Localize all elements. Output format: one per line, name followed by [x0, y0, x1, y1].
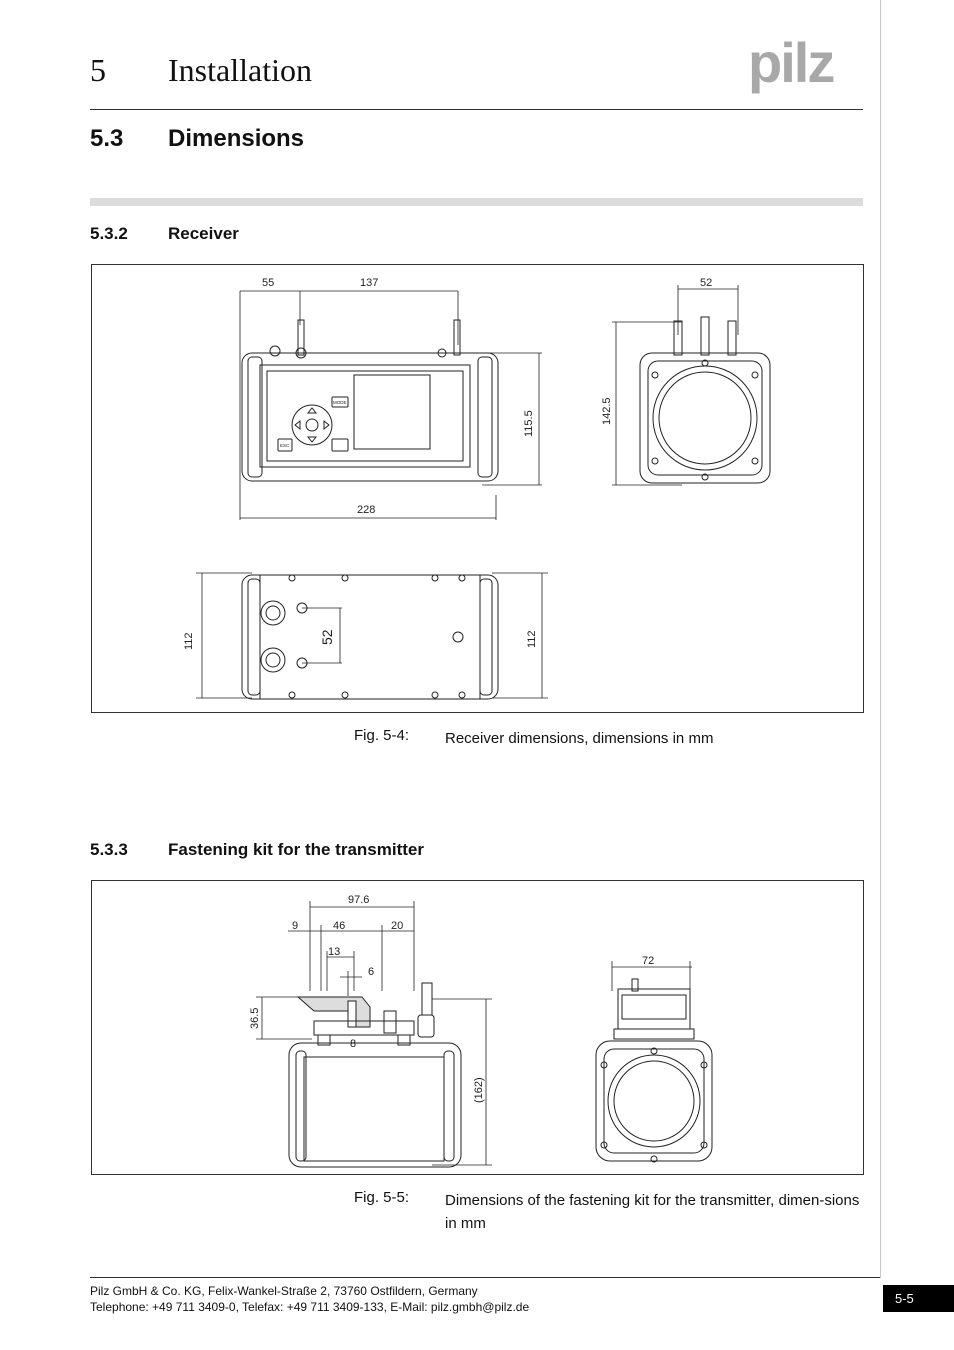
fastening-kit-figure: 97.6 9 46 20 13 6 36.5 8 (162) 72	[91, 880, 864, 1175]
dim-8: 8	[350, 1038, 356, 1050]
logo-text: pilz	[748, 34, 833, 94]
chapter-number: 5	[90, 52, 106, 88]
receiver-back-view	[241, 574, 499, 700]
dim-137: 137	[360, 277, 378, 289]
subsection-title-fastening: Fastening kit for the transmitter	[168, 840, 424, 859]
section-number: 5.3	[90, 125, 124, 152]
dim-162: (162)	[473, 1077, 485, 1103]
footer-address: Pilz GmbH & Co. KG, Felix-Wankel-Straße …	[90, 1284, 478, 1298]
receiver-front-view	[241, 319, 499, 482]
fastening-kit-drawing: 97.6 9 46 20 13 6 36.5 8 (162) 72	[249, 894, 713, 1168]
dim-228: 228	[357, 504, 375, 516]
subsection-number-fastening: 5.3.3	[90, 840, 128, 859]
dim-36-5: 36.5	[249, 1008, 261, 1029]
section-divider-bar	[90, 198, 863, 206]
receiver-drawing: 55 137 52 228 115.5 142.5	[183, 277, 771, 700]
mode-key-label: MODE	[333, 400, 347, 405]
dim-55: 55	[262, 277, 274, 289]
pilz-logo: pilz	[748, 34, 835, 94]
dim-97-6: 97.6	[348, 894, 369, 906]
footer-contact: Telephone: +49 711 3409-0, Telefax: +49 …	[90, 1300, 530, 1314]
subsection-title-receiver: Receiver	[168, 224, 239, 243]
chapter-title: Installation	[168, 52, 312, 88]
receiver-side-view	[639, 316, 771, 484]
dim-115-5: 115.5	[523, 410, 535, 437]
figure-5-4-caption: Receiver dimensions, dimensions in mm	[445, 730, 714, 747]
dim-13: 13	[328, 946, 340, 958]
subsection-number-receiver: 5.3.2	[90, 224, 128, 243]
dim-72: 72	[642, 955, 654, 967]
dim-20: 20	[391, 920, 403, 932]
fastening-side-view	[288, 982, 462, 1168]
header-rule	[90, 109, 863, 110]
dim-46: 46	[333, 920, 345, 932]
fastening-front-view	[595, 978, 713, 1163]
right-margin-rule	[880, 0, 881, 1278]
receiver-figure: 55 137 52 228 115.5 142.5	[91, 264, 864, 713]
figure-5-5-caption: Dimensions of the fastening kit for the …	[445, 1192, 860, 1232]
dim-112-left: 112	[183, 632, 195, 650]
esc-key-label: ESC	[280, 443, 290, 448]
dim-52-back: 52	[319, 629, 335, 645]
dim-52-top: 52	[700, 277, 712, 289]
figure-5-4-label: Fig. 5-4:	[354, 727, 410, 744]
page-number: 5-5	[895, 1291, 914, 1306]
dim-142-5: 142.5	[601, 397, 613, 425]
dim-9: 9	[292, 920, 298, 932]
section-title: Dimensions	[168, 125, 305, 152]
page-number-badge: 5-5	[883, 1285, 954, 1312]
footer-rule	[90, 1277, 880, 1278]
figure-5-5-label: Fig. 5-5:	[354, 1189, 410, 1206]
dim-112-right: 112	[526, 630, 538, 648]
dim-6: 6	[368, 966, 374, 978]
